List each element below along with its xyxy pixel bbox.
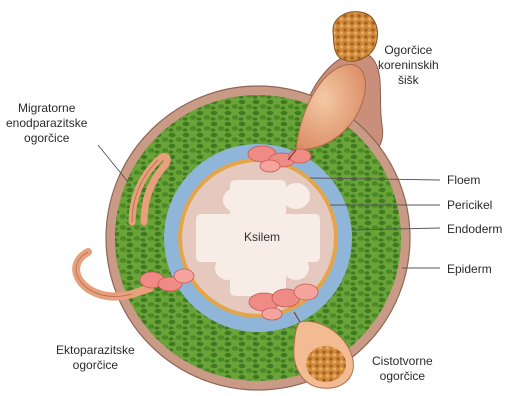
label-ectoparasitic: Ektoparazitske ogorčice bbox=[56, 343, 135, 373]
label-epiderm: Epiderm bbox=[447, 262, 492, 277]
label-line: enodparazitske bbox=[6, 116, 87, 131]
label-pericycle: Pericikel bbox=[447, 198, 492, 213]
label-line: šišk bbox=[378, 73, 439, 88]
phloem-cell bbox=[215, 256, 241, 280]
cyst-eggs bbox=[306, 346, 346, 382]
label-line: ogorčice bbox=[56, 358, 135, 373]
label-migratory-endoparasitic: Migratorne enodparazitske ogorčice bbox=[6, 101, 87, 146]
label-root-knot-nematodes: Ogorčice koreninskih šišk bbox=[378, 43, 439, 88]
label-line: Ektoparazitske bbox=[56, 343, 135, 358]
label-line: Migratorne bbox=[6, 101, 87, 116]
label-xylem: Ksilem bbox=[244, 230, 280, 245]
label-line: ogorčice bbox=[6, 131, 87, 146]
phloem-cell bbox=[283, 256, 309, 280]
label-endoderm: Endoderm bbox=[447, 222, 502, 237]
label-line: ogorčice bbox=[372, 369, 433, 384]
label-line: koreninskih bbox=[378, 58, 439, 73]
label-line: Ogorčice bbox=[378, 43, 439, 58]
phloem-cell bbox=[223, 188, 249, 212]
root-knot-egg-mass bbox=[333, 12, 377, 61]
label-cyst-nematodes: Cistotvorne ogorčice bbox=[372, 354, 433, 384]
label-line: Cistotvorne bbox=[372, 354, 433, 369]
label-phloem: Floem bbox=[447, 173, 480, 188]
phloem-cell bbox=[282, 183, 310, 209]
